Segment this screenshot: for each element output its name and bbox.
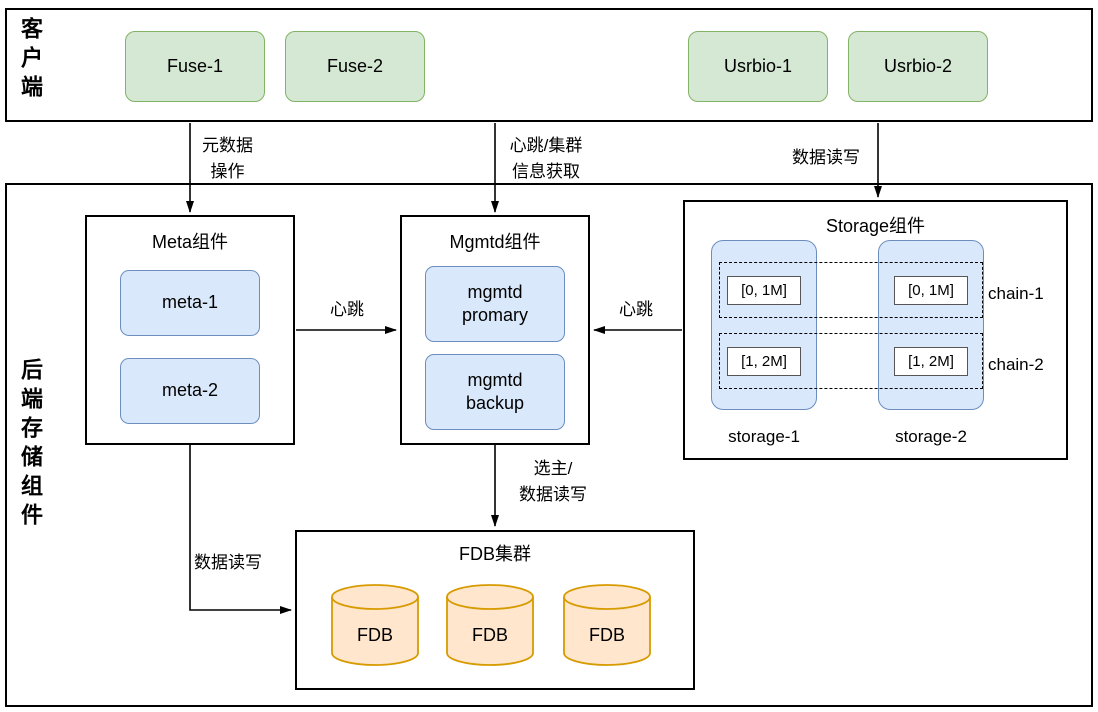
storage-1-label: storage-1 [728, 427, 800, 446]
database-cylinder-icon [446, 584, 534, 666]
chain-1-dashed-group [719, 262, 983, 318]
client-frame [5, 8, 1093, 122]
database-cylinder-icon [331, 584, 419, 666]
node-meta-1: meta-1 [120, 270, 260, 336]
storage-2-label: storage-2 [895, 427, 967, 446]
edge-label-heartbeat-right: 心跳 [619, 300, 653, 319]
storage-1-block-chain-2: [1, 2M] [727, 347, 801, 376]
fdb-cylinder-3: FDB [562, 583, 652, 667]
edge-label-data-rw-top: 数据读写 [792, 148, 860, 167]
storage-2-block-chain-2: [1, 2M] [894, 347, 968, 376]
storage-2-block-chain-1: [0, 1M] [894, 276, 968, 305]
storage-1-block-chain-1: [0, 1M] [727, 276, 801, 305]
fdb-cluster-box [295, 530, 695, 690]
chain-2-dashed-group [719, 333, 983, 389]
fdb-label: FDB [472, 625, 508, 645]
storage-2-container [878, 240, 984, 410]
node-usrbio-1: Usrbio-1 [688, 31, 828, 102]
node-meta-2: meta-2 [120, 358, 260, 424]
node-usrbio-2: Usrbio-2 [848, 31, 988, 102]
storage-1-container [711, 240, 817, 410]
edge-label-metadata-op: 元数据 操作 [202, 136, 253, 182]
meta-component-title: Meta组件 [151, 232, 229, 252]
storage-component-title: Storage组件 [825, 216, 926, 236]
fdb-cylinder-1: FDB [330, 583, 420, 667]
database-cylinder-icon [563, 584, 651, 666]
node-fuse-1: Fuse-1 [125, 31, 265, 102]
mgmtd-component-box [400, 215, 590, 445]
fdb-label: FDB [357, 625, 393, 645]
storage-component-box [683, 200, 1068, 460]
node-fuse-2: Fuse-2 [285, 31, 425, 102]
backend-frame [5, 183, 1093, 707]
fdb-cluster-title: FDB集群 [459, 544, 531, 564]
edge-label-heartbeat-left: 心跳 [330, 300, 364, 319]
chain-2-label: chain-2 [988, 355, 1044, 374]
backend-frame-label: 后端存储组件 [18, 358, 43, 532]
edge-label-leader-data-rw: 选主/ 数据读写 [519, 459, 587, 505]
mgmtd-component-title: Mgmtd组件 [449, 232, 541, 252]
fdb-cylinder-2: FDB [445, 583, 535, 667]
meta-component-box [85, 215, 295, 445]
chain-1-label: chain-1 [988, 284, 1044, 303]
edge-label-heartbeat-cluster: 心跳/集群 信息获取 [509, 136, 583, 182]
edge-label-data-rw-bottom: 数据读写 [194, 553, 262, 572]
node-mgmtd-primary: mgmtd promary [425, 266, 565, 342]
fdb-label: FDB [589, 625, 625, 645]
node-mgmtd-backup: mgmtd backup [425, 354, 565, 430]
client-frame-label: 客户端 [18, 17, 43, 104]
